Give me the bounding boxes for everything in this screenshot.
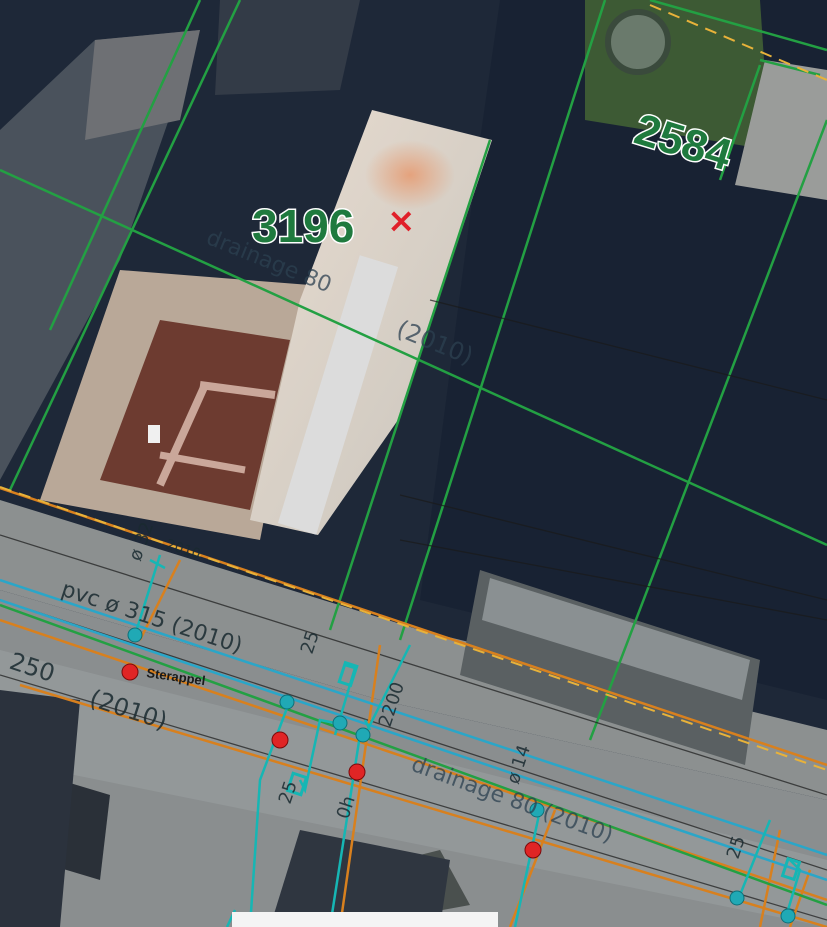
network-nodes: [127, 627, 796, 924]
service-stubs: [285, 660, 802, 882]
stop-valve-icon: [524, 841, 542, 859]
cadastral-lines: [0, 299, 827, 921]
parcel-dash-street: [0, 486, 827, 771]
network-node: [332, 715, 348, 731]
green-conduit: [0, 603, 827, 907]
stop-valves: [121, 663, 542, 859]
stop-valve-icon: [121, 663, 139, 681]
top-strip-building: [215, 0, 360, 95]
network-node: [355, 727, 371, 743]
network-node: [127, 627, 143, 643]
left-building-roof: [85, 30, 200, 140]
parcel-number-3196[interactable]: 3196: [251, 199, 356, 254]
location-marker-icon[interactable]: ×: [387, 201, 416, 241]
network-node: [729, 890, 745, 906]
network-node: [780, 908, 796, 924]
stop-valve-icon: [271, 731, 289, 749]
left-building: [0, 30, 200, 480]
street-lighter-band: [0, 650, 827, 927]
stop-valve-icon: [348, 763, 366, 781]
south-building: [0, 690, 80, 927]
network-node: [279, 694, 295, 710]
network-node: [529, 802, 545, 818]
shed-roof: [735, 60, 827, 200]
garden-fountain: [605, 9, 671, 75]
bottom-caption-bar: [232, 912, 498, 927]
parcel-boundaries: [0, 0, 827, 741]
